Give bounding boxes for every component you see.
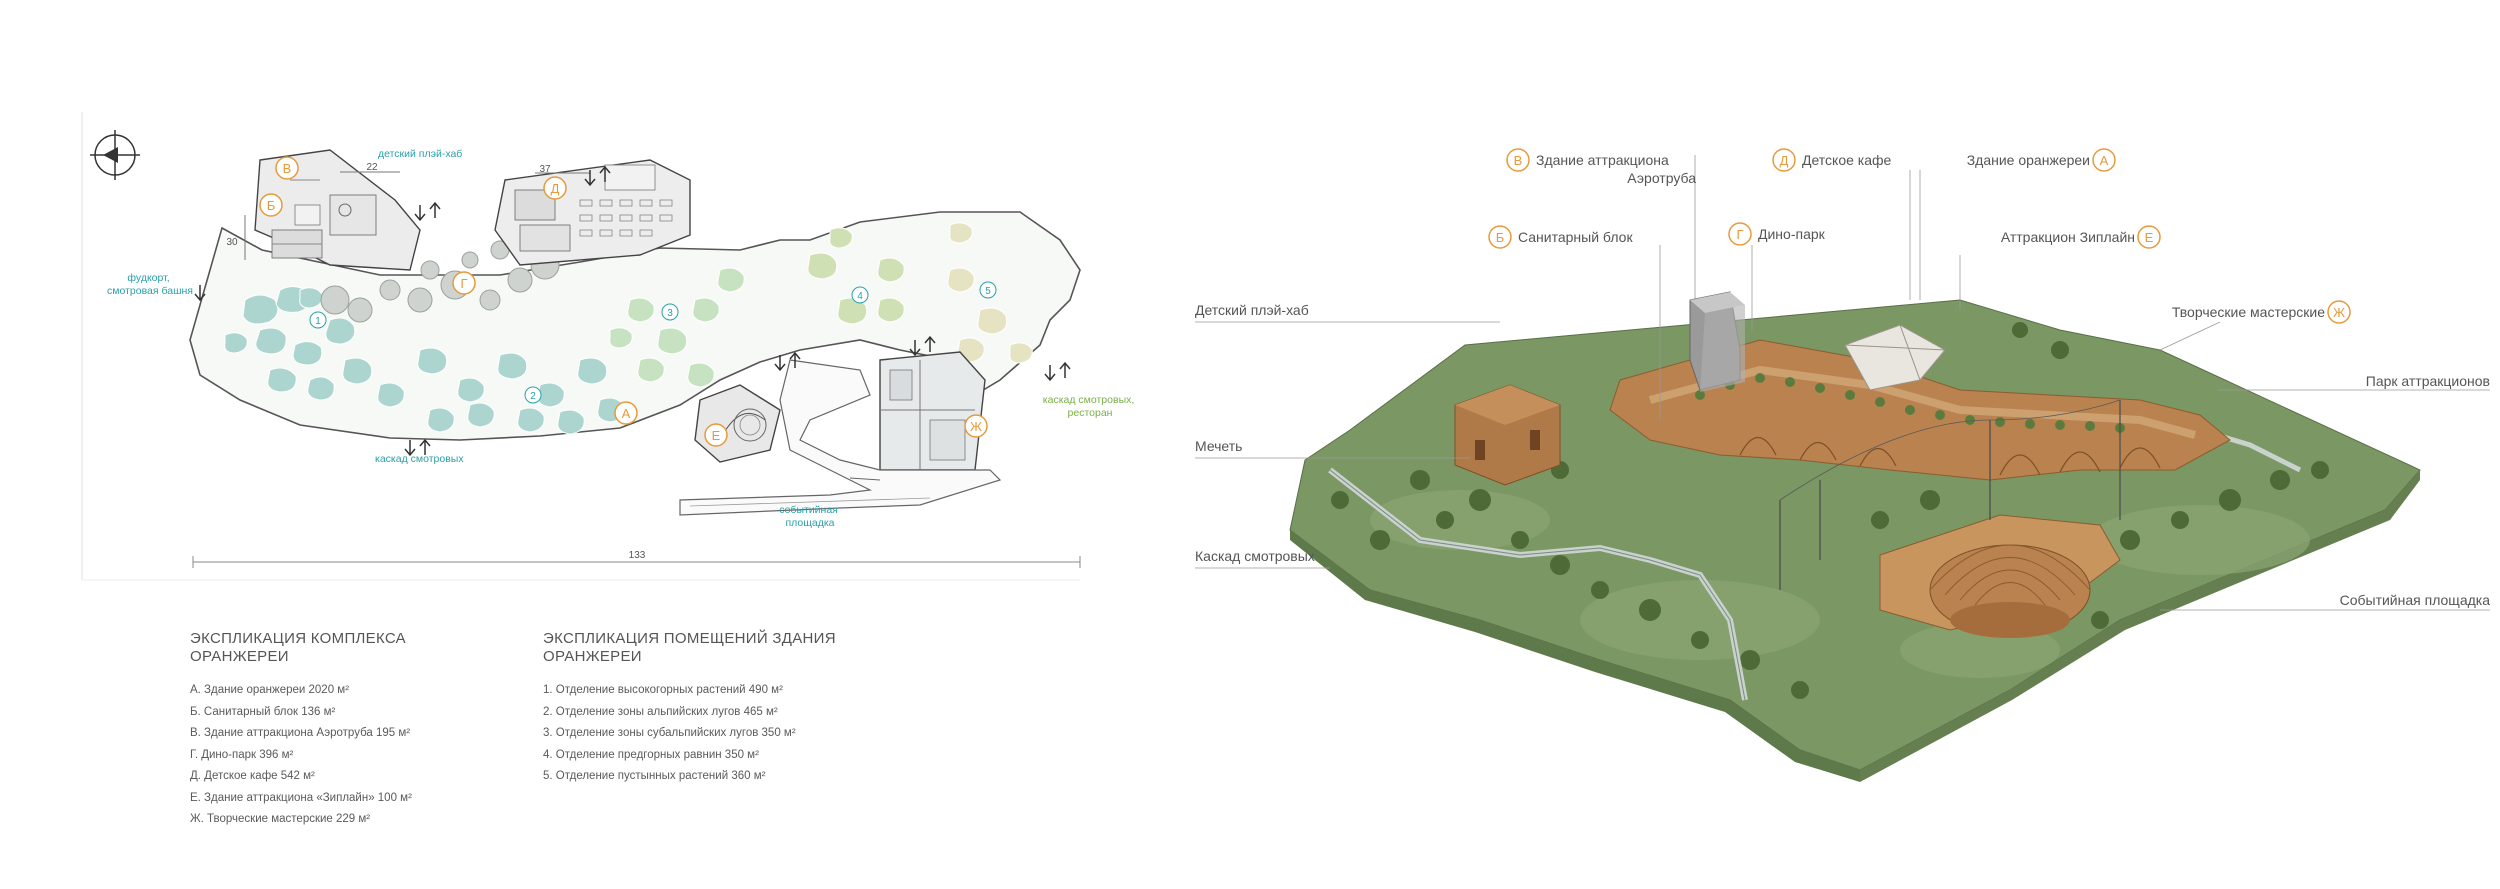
callout-greenhouse: Здание оранжереи [1967, 152, 2090, 168]
list-item: 2. Отделение зоны альпийских лугов 465 м… [543, 705, 778, 718]
building-zipline [694, 384, 781, 463]
building-kids-cafe-tent [1844, 324, 1946, 391]
dimension-side: 30 [226, 237, 238, 248]
list-item: Б. Санитарный блок 136 м² [190, 705, 336, 718]
label-cascade-restaurant: каскад смотровых, ресторан [1043, 394, 1137, 419]
label-fountain: фудкорт, смотровая башня [107, 272, 193, 297]
axon-marker-v: В [1514, 153, 1523, 168]
label-kids-hub: детский плэй-хаб [378, 148, 462, 160]
list-item: 5. Отделение пустынных растений 360 м² [543, 770, 766, 782]
callout-event-area: Событийная площадка [2340, 592, 2491, 608]
north-arrow-icon [90, 130, 140, 180]
callout-sanitary: Санитарный блок [1518, 229, 1633, 245]
marker-zh: Ж [970, 419, 982, 434]
dimension-total: 133 [629, 550, 646, 561]
marker-b: Б [267, 198, 276, 213]
zone-number: 3 [667, 308, 673, 319]
marker-e: Е [712, 428, 721, 443]
dimension-top-b: 37 [539, 164, 551, 175]
callout-kids-hub: Детский плэй-хаб [1195, 302, 1309, 318]
building-workshops [879, 351, 986, 471]
explication-rooms-title: ЭКСПЛИКАЦИЯ ПОМЕЩЕНИЙ ЗДАНИЯ ОРАНЖЕРЕИ [543, 630, 836, 665]
list-item: 4. Отделение предгорных равнин 350 м² [543, 748, 759, 761]
zone-number: 2 [530, 391, 536, 402]
callout-dino-park: Дино-парк [1758, 226, 1826, 242]
callout-attraction-park: Парк аттракционов [2366, 373, 2490, 389]
label-cascade: каскад смотровых [375, 453, 464, 465]
callout-cascade: Каскад смотровых [1195, 548, 1315, 564]
axon-marker-e: Е [2145, 230, 2154, 245]
list-item: В. Здание аттракциона Аэротруба 195 м² [190, 727, 411, 739]
callout-aerotube-2: Аэротруба [1627, 170, 1696, 186]
list-item: А. Здание оранжереи 2020 м² [190, 684, 350, 696]
axon-marker-a: А [2100, 153, 2109, 168]
zone-number: 1 [315, 316, 321, 327]
zone-number: 5 [985, 286, 991, 297]
site-plan: 1 2 3 4 5 В Б Г Д А Е Ж детский плэй-хаб… [81, 112, 1137, 581]
building-mosque [1454, 384, 1561, 486]
explication-rooms-list: 1. Отделение высокогорных растений 490 м… [543, 680, 836, 788]
marker-v: В [283, 161, 292, 176]
total-dimension-line [192, 556, 1081, 568]
greenhouse-roof [1609, 339, 2231, 481]
planting-zone-teal [224, 286, 625, 435]
marker-d: Д [551, 181, 560, 196]
axon-marker-zh: Ж [2333, 305, 2345, 320]
callout-mosque: Мечеть [1195, 438, 1242, 454]
planting-zone-olive [807, 227, 905, 325]
list-item: 3. Отделение зоны субальпийских лугов 35… [543, 727, 796, 739]
building-aerotube [254, 149, 421, 271]
planting-zone-green [609, 267, 745, 388]
list-item: Ж. Творческие мастерские 229 м² [190, 813, 371, 825]
callout-aerotube-1: Здание аттракциона [1536, 152, 1669, 168]
dimension-top-a: 22 [366, 162, 378, 173]
list-item: Е. Здание аттракциона «Зиплайн» 100 м² [190, 791, 412, 804]
explication-complex-title: ЭКСПЛИКАЦИЯ КОМПЛЕКСА ОРАНЖЕРЕИ [190, 630, 406, 665]
axonometric-view: В Д А Б Г Е Ж Здание аттракциона Аэротру… [1195, 148, 2491, 782]
explication-complex-list: А. Здание оранжереи 2020 м² Б. Санитарны… [190, 680, 412, 831]
axon-marker-d: Д [1780, 153, 1789, 168]
zone-number: 4 [857, 291, 863, 302]
axon-marker-g: Г [1736, 227, 1743, 242]
list-item: 1. Отделение высокогорных растений 490 м… [543, 684, 783, 696]
greenhouse-footprint [189, 211, 1081, 441]
explication-complex: ЭКСПЛИКАЦИЯ КОМПЛЕКСА ОРАНЖЕРЕИ А. Здани… [190, 630, 412, 831]
building-aerotube-tower [1689, 291, 1745, 392]
explication-rooms: ЭКСПЛИКАЦИЯ ПОМЕЩЕНИЙ ЗДАНИЯ ОРАНЖЕРЕИ 1… [543, 630, 836, 788]
list-item: Г. Дино-парк 396 м² [190, 748, 294, 761]
callout-zipline: Аттракцион Зиплайн [2001, 229, 2135, 245]
callout-leaders [1195, 155, 2490, 611]
callout-kids-cafe: Детское кафе [1802, 152, 1892, 168]
entrance-arrow-icons [194, 165, 1071, 457]
marker-a: А [622, 406, 631, 421]
path-network [679, 359, 1002, 516]
marker-g: Г [460, 276, 467, 291]
label-event-area: событийная площадка [779, 504, 841, 529]
building-event-dome [1879, 514, 2121, 638]
callout-workshops: Творческие мастерские [2172, 304, 2325, 320]
list-item: Д. Детское кафе 542 м² [190, 770, 315, 782]
axon-marker-b: Б [1496, 230, 1505, 245]
